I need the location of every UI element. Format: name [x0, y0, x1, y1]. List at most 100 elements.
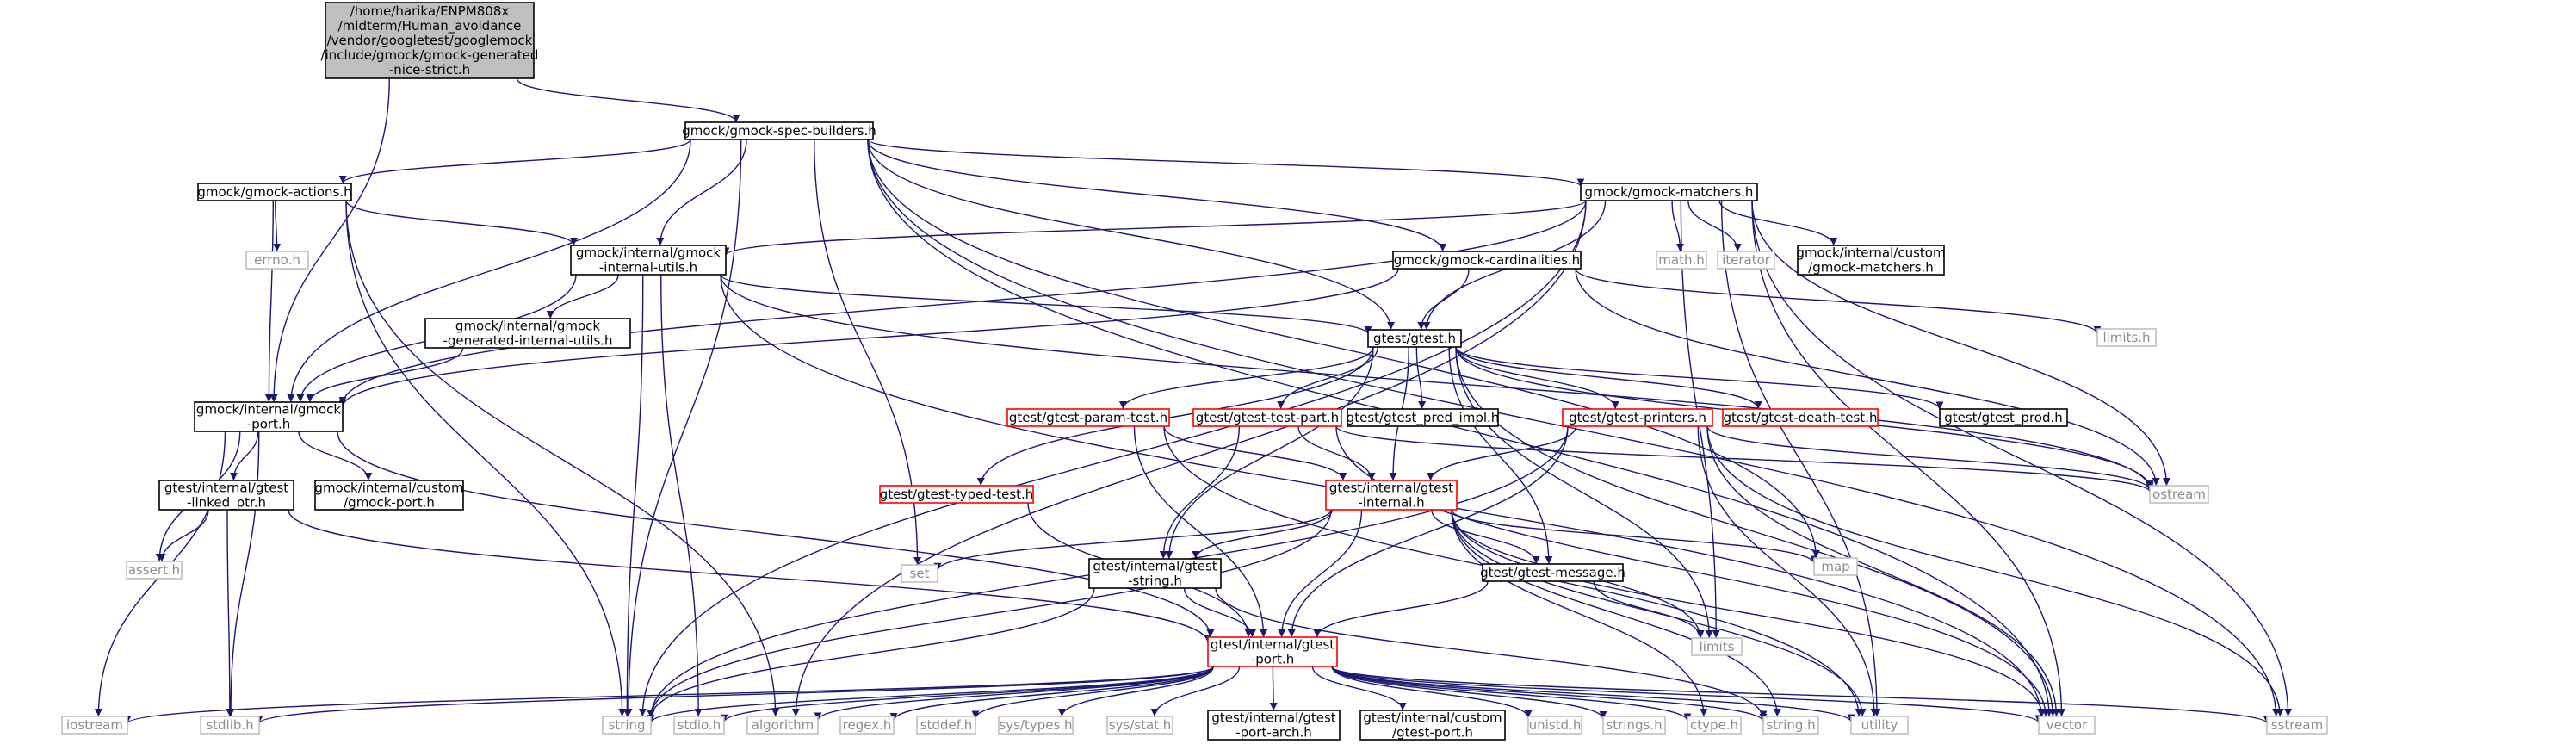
edge-matchers-to-internalutils [721, 200, 1587, 256]
node-stddef: stddef.h [916, 716, 976, 735]
edge-gtestport-to-ctype [1331, 666, 1692, 722]
node-layer: /home/harika/ENPM808x/midterm/Human_avoi… [61, 2, 2328, 741]
node-limits: limits [1691, 637, 1743, 656]
node-label: gtest/gtest-message.h [1480, 565, 1625, 580]
node-box [1088, 558, 1222, 589]
node-label: sys/stat.h [1109, 717, 1172, 733]
edge-linkedptr-to-gtestport [288, 509, 1212, 643]
node-printers[interactable]: gtest/gtest-printers.h [1562, 408, 1713, 427]
node-specbuilders[interactable]: gmock/gmock-spec-builders.h [682, 121, 876, 140]
node-label: stddef.h [920, 717, 972, 733]
edge-gtestport-to-iostream [123, 666, 1214, 724]
node-box [839, 716, 895, 735]
node-gtestinternal[interactable]: gtest/internal/gtest-internal.h [1325, 480, 1458, 511]
node-box [325, 2, 535, 79]
node-label: gtest/gtest.h [1373, 331, 1456, 346]
node-box [1939, 408, 2068, 427]
edge-cardinalities-to-gtest [1417, 268, 1470, 331]
node-actions[interactable]: gmock/gmock-actions.h [197, 183, 352, 201]
node-matchers[interactable]: gmock/gmock-matchers.h [1580, 183, 1758, 201]
node-gteststring[interactable]: gtest/internal/gtest-string.h [1088, 558, 1222, 589]
node-deathtest[interactable]: gtest/gtest-death-test.h [1722, 408, 1879, 427]
node-typedtest[interactable]: gtest/gtest-typed-test.h [879, 485, 1034, 504]
node-box [1192, 408, 1342, 427]
edge-specbuilders-to-sstream [867, 139, 2281, 717]
node-box [901, 564, 938, 583]
node-box [2038, 716, 2096, 735]
node-label: utility [1861, 717, 1898, 733]
node-box [879, 485, 1034, 504]
edge-matchers-to-custommatchers [1718, 200, 1838, 246]
edge-matchers-to-gmockport [338, 200, 1587, 405]
edge-internalutils-to-string [622, 274, 644, 717]
node-box [2149, 485, 2209, 504]
node-box [998, 716, 1074, 735]
node-systypes: sys/types.h [998, 716, 1074, 735]
edge-linkedptr-to-assert [158, 509, 209, 562]
node-box [1813, 557, 1858, 576]
node-box [200, 716, 260, 735]
edge-generatedutils-to-gmockport [306, 347, 464, 403]
node-customport[interactable]: gmock/internal/custom/gmock-port.h [314, 480, 464, 511]
node-gtestport[interactable]: gtest/internal/gtest-port.h [1207, 636, 1338, 667]
node-label: string [608, 717, 645, 733]
node-prod[interactable]: gtest/gtest_prod.h [1939, 408, 2068, 427]
node-label: gtest/gtest-printers.h [1569, 410, 1706, 425]
node-box [1207, 636, 1338, 667]
node-testpart[interactable]: gtest/gtest-test-part.h [1192, 408, 1342, 427]
edge-linkedptr-to-stdlib [226, 509, 234, 717]
edge-printers-to-gtestport [1287, 425, 1569, 638]
node-linkedptr[interactable]: gtest/internal/gtest-linked_ptr.h [158, 480, 294, 511]
edge-gtestport-to-strings [1331, 666, 1607, 720]
node-box [570, 245, 727, 276]
node-label: -internal.h [1358, 495, 1424, 511]
edge-gtest-to-paramtest [1118, 346, 1374, 410]
edge-internalutils-to-gtest [720, 274, 1372, 335]
edge-specbuilders-to-string [624, 139, 742, 717]
edge-specbuilders-to-gtest [867, 139, 1395, 331]
node-message[interactable]: gtest/gtest-message.h [1480, 563, 1625, 582]
node-label: -port-arch.h [1235, 725, 1312, 741]
edge-gtestport-to-algorithm [814, 666, 1214, 721]
edge-gtestinternal-to-vector [1451, 509, 2047, 717]
node-iostream: iostream [61, 716, 128, 735]
node-internalutils[interactable]: gmock/internal/gmock-internal-utils.h [570, 245, 727, 276]
node-string: string [602, 716, 652, 735]
edge-gtestinternal-to-utility [1451, 509, 1867, 717]
node-label: gtest/gtest-test-part.h [1196, 410, 1339, 425]
node-iterator: iterator [1717, 251, 1775, 270]
node-label: iterator [1722, 252, 1771, 268]
edge-gtestinternal-to-map [1451, 509, 1818, 564]
node-box [424, 318, 631, 349]
node-portarch[interactable]: gtest/internal/gtest-port-arch.h [1207, 710, 1341, 741]
node-label: algorithm [752, 717, 814, 733]
edge-cardinalities-to-ostream [1575, 268, 2160, 487]
node-label: iostream [66, 717, 123, 733]
node-custommatchers[interactable]: gmock/internal/custom/gmock-matchers.h [1796, 245, 1946, 276]
node-cardinalities[interactable]: gmock/gmock-cardinalities.h [1392, 251, 1582, 270]
node-box [916, 716, 976, 735]
edge-gtestinternal-to-stringh [1451, 509, 1781, 717]
edge-gtest-to-typedtest [976, 346, 1374, 487]
node-gtest[interactable]: gtest/gtest.h [1367, 329, 1462, 348]
node-box [1656, 251, 1707, 270]
node-box [2096, 328, 2157, 347]
node-label: limits.h [2102, 330, 2150, 345]
node-errno: errno.h [245, 251, 309, 270]
edge-gteststring-to-gtestport [1183, 587, 1256, 638]
node-label: gmock/gmock-cardinalities.h [1394, 252, 1580, 268]
node-label: gtest/internal/gtest [1329, 480, 1453, 496]
edge-gtestinternal-to-set [933, 509, 1332, 571]
node-gmockport[interactable]: gmock/internal/gmock-port.h [194, 401, 344, 432]
edge-matchers-to-string [638, 200, 1587, 717]
node-math: math.h [1656, 251, 1707, 270]
node-predimpl[interactable]: gtest/gtest_pred_impl.h [1347, 408, 1500, 427]
node-generatedutils[interactable]: gmock/internal/gmock-generated-internal-… [424, 318, 631, 349]
edge-specbuilders-to-cardinalities [867, 139, 1447, 252]
edge-layer [94, 77, 2293, 724]
node-gtestcustomport[interactable]: gtest/internal/custom/gtest-port.h [1359, 710, 1506, 741]
node-box [1482, 563, 1624, 582]
node-paramtest[interactable]: gtest/gtest-param-test.h [1006, 408, 1170, 427]
node-root[interactable]: /home/harika/ENPM808x/midterm/Human_avoi… [321, 2, 539, 79]
